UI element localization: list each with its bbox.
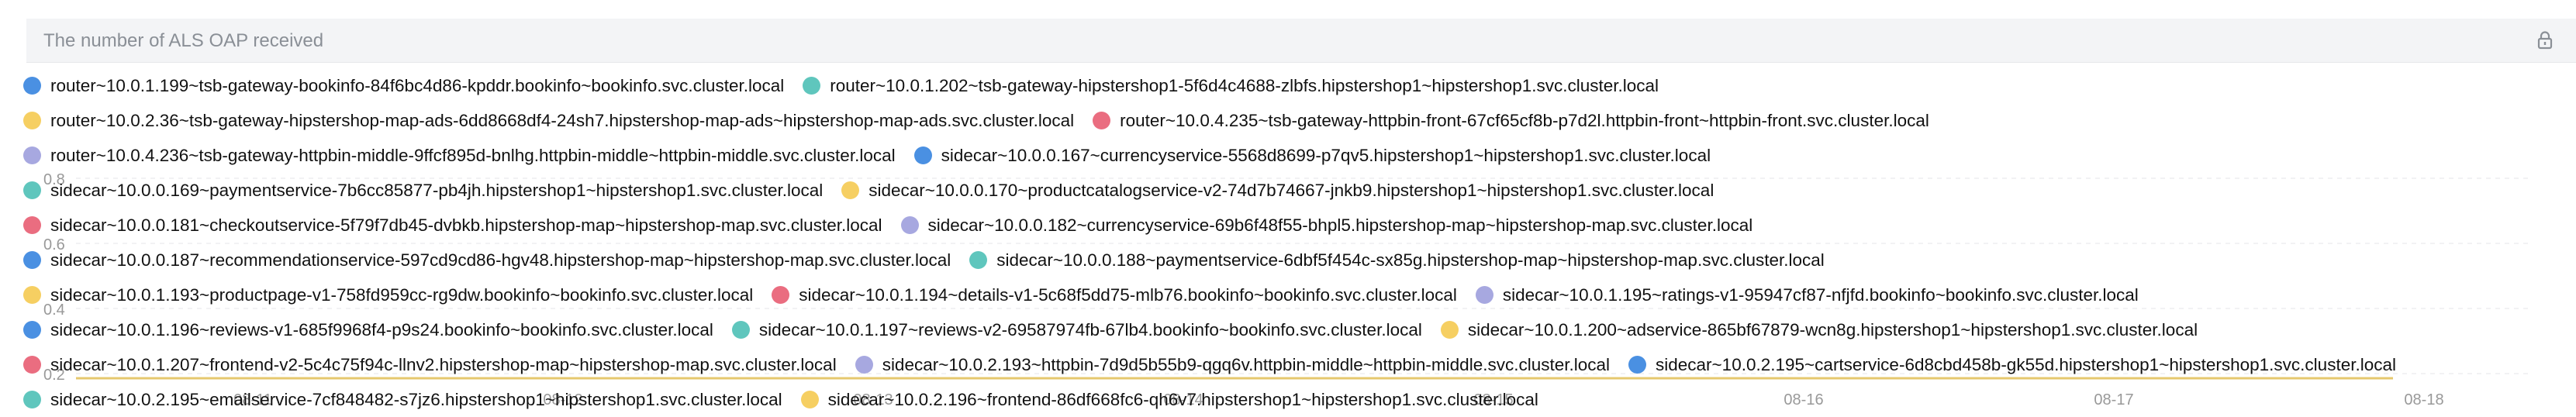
legend-label: router~10.0.1.199~tsb-gateway-bookinfo-8… [50, 76, 785, 95]
legend-item[interactable]: sidecar~10.0.2.195~cartservice-6d8cbd458… [1628, 347, 2396, 382]
legend-label: sidecar~10.0.0.187~recommendationservice… [50, 250, 951, 270]
legend-item[interactable]: sidecar~10.0.0.181~checkoutservice-5f79f… [23, 208, 882, 243]
line-chart: 0.2 0.4 0.6 0.8 08-11 08-12 08-13 08-14 08-15 08-… [26, 64, 2576, 408]
x-tick-label: 08-17 [2094, 391, 2133, 408]
legend-label: sidecar~10.0.1.195~ratings-v1-95947cf87-… [1502, 285, 2139, 305]
legend-dot-icon [1628, 356, 1647, 374]
legend-item[interactable]: sidecar~10.0.1.197~reviews-v2-69587974fb… [731, 312, 1422, 347]
legend-dot-icon [23, 146, 41, 164]
legend-dot-icon [23, 286, 41, 304]
legend-label: sidecar~10.0.2.195~cartservice-6d8cbd458… [1656, 355, 2396, 374]
legend-dot-icon [969, 251, 988, 269]
x-tick-label: 08-14 [1163, 391, 1203, 408]
legend-item[interactable]: sidecar~10.0.1.200~adservice-865bf67879-… [1440, 312, 2198, 347]
legend-dot-icon [23, 216, 41, 234]
legend-label: sidecar~10.0.1.207~frontend-v2-5c4c75f94… [50, 355, 837, 374]
legend-dot-icon [1475, 286, 1493, 304]
legend-item[interactable]: router~10.0.4.235~tsb-gateway-httpbin-fr… [1093, 103, 1929, 138]
legend-dot-icon [1093, 112, 1111, 129]
x-tick-label: 08-11 [233, 391, 272, 408]
legend-dot-icon [23, 77, 41, 95]
legend-item[interactable]: sidecar~10.0.2.196~frontend-86df668fc6-q… [800, 382, 1538, 417]
panel-header: The number of ALS OAP received [26, 19, 2576, 63]
y-tick-label: 0.6 [43, 236, 65, 253]
chart-legend: router~10.0.1.199~tsb-gateway-bookinfo-8… [23, 68, 2543, 417]
legend-item[interactable]: sidecar~10.0.1.193~productpage-v1-758fd9… [23, 277, 753, 312]
legend-dot-icon [23, 181, 41, 199]
x-tick-label: 08-12 [543, 391, 582, 408]
legend-label: sidecar~10.0.0.182~currencyservice-69b6f… [927, 215, 1753, 235]
legend-label: sidecar~10.0.0.181~checkoutservice-5f79f… [50, 215, 882, 235]
x-tick-label: 08-15 [1473, 391, 1513, 408]
legend-dot-icon [900, 216, 919, 234]
legend-label: router~10.0.1.202~tsb-gateway-hipstersho… [830, 76, 1659, 95]
legend-label: router~10.0.4.236~tsb-gateway-httpbin-mi… [50, 146, 896, 165]
y-tick-label: 0.8 [43, 171, 65, 188]
legend-item[interactable]: router~10.0.4.236~tsb-gateway-httpbin-mi… [23, 138, 896, 173]
legend-dot-icon [855, 356, 873, 374]
legend-item[interactable]: sidecar~10.0.0.188~paymentservice-6dbf5f… [969, 243, 1825, 277]
legend-item[interactable]: router~10.0.2.36~tsb-gateway-hipstershop… [23, 103, 1074, 138]
legend-dot-icon [800, 391, 819, 408]
x-tick-label: 08-13 [853, 391, 893, 408]
legend-item[interactable]: sidecar~10.0.1.194~details-v1-5c68f5dd75… [772, 277, 1457, 312]
lock-icon[interactable] [2534, 29, 2556, 51]
legend-label: sidecar~10.0.2.196~frontend-86df668fc6-q… [827, 390, 1538, 409]
legend-dot-icon [803, 77, 821, 95]
legend-label: sidecar~10.0.2.193~httpbin-7d9d5b55b9-qg… [882, 355, 1611, 374]
legend-dot-icon [772, 286, 790, 304]
legend-dot-icon [23, 321, 41, 339]
legend-dot-icon [913, 146, 932, 164]
legend-item[interactable]: sidecar~10.0.0.170~productcatalogservice… [841, 173, 1714, 208]
legend-dot-icon [731, 321, 750, 339]
x-tick-label: 08-16 [1784, 391, 1823, 408]
legend-label: sidecar~10.0.0.188~paymentservice-6dbf5f… [996, 250, 1825, 270]
legend-dot-icon [23, 356, 41, 374]
legend-item[interactable]: router~10.0.1.199~tsb-gateway-bookinfo-8… [23, 68, 784, 103]
legend-item[interactable]: sidecar~10.0.1.207~frontend-v2-5c4c75f94… [23, 347, 837, 382]
legend-item[interactable]: sidecar~10.0.1.196~reviews-v1-685f9968f4… [23, 312, 713, 347]
legend-label: sidecar~10.0.1.193~productpage-v1-758fd9… [50, 285, 754, 305]
legend-dot-icon [23, 112, 41, 129]
legend-dot-icon [1440, 321, 1459, 339]
metric-panel: The number of ALS OAP received 0.2 0.4 0.6… [26, 19, 2576, 408]
legend-label: sidecar~10.0.0.170~productcatalogservice… [868, 181, 1714, 200]
legend-item[interactable]: sidecar~10.0.2.193~httpbin-7d9d5b55b9-qg… [855, 347, 1610, 382]
legend-label: sidecar~10.0.1.200~adservice-865bf67879-… [1467, 320, 2198, 339]
y-tick-label: 0.4 [43, 302, 65, 319]
legend-label: sidecar~10.0.1.196~reviews-v1-685f9968f4… [50, 320, 713, 339]
legend-label: sidecar~10.0.1.194~details-v1-5c68f5dd75… [799, 285, 1457, 305]
legend-item[interactable]: sidecar~10.0.2.195~emailservice-7cf84848… [23, 382, 782, 417]
legend-label: sidecar~10.0.2.195~emailservice-7cf84848… [50, 390, 782, 409]
panel-title: The number of ALS OAP received [43, 30, 324, 51]
legend-item[interactable]: sidecar~10.0.0.187~recommendationservice… [23, 243, 951, 277]
chart-canvas: 0.2 0.4 0.6 0.8 08-11 08-12 08-13 08-14 08-15 08-… [43, 171, 2531, 408]
y-tick-label: 0.2 [43, 367, 65, 384]
legend-item[interactable]: sidecar~10.0.0.182~currencyservice-69b6f… [900, 208, 1753, 243]
legend-label: sidecar~10.0.0.167~currencyservice-5568d… [941, 146, 1711, 165]
legend-label: sidecar~10.0.1.197~reviews-v2-69587974fb… [758, 320, 1422, 339]
legend-dot-icon [841, 181, 860, 199]
legend-item[interactable]: sidecar~10.0.1.195~ratings-v1-95947cf87-… [1475, 277, 2139, 312]
legend-label: sidecar~10.0.0.169~paymentservice-7b6cc8… [50, 181, 824, 200]
legend-dot-icon [23, 251, 41, 269]
legend-item[interactable]: sidecar~10.0.0.167~currencyservice-5568d… [913, 138, 1711, 173]
legend-label: router~10.0.2.36~tsb-gateway-hipstershop… [50, 111, 1075, 130]
x-tick-label: 08-18 [2404, 391, 2443, 408]
legend-item[interactable]: router~10.0.1.202~tsb-gateway-hipstersho… [803, 68, 1659, 103]
legend-label: router~10.0.4.235~tsb-gateway-httpbin-fr… [1120, 111, 1929, 130]
legend-dot-icon [23, 391, 41, 408]
legend-item[interactable]: sidecar~10.0.0.169~paymentservice-7b6cc8… [23, 173, 823, 208]
